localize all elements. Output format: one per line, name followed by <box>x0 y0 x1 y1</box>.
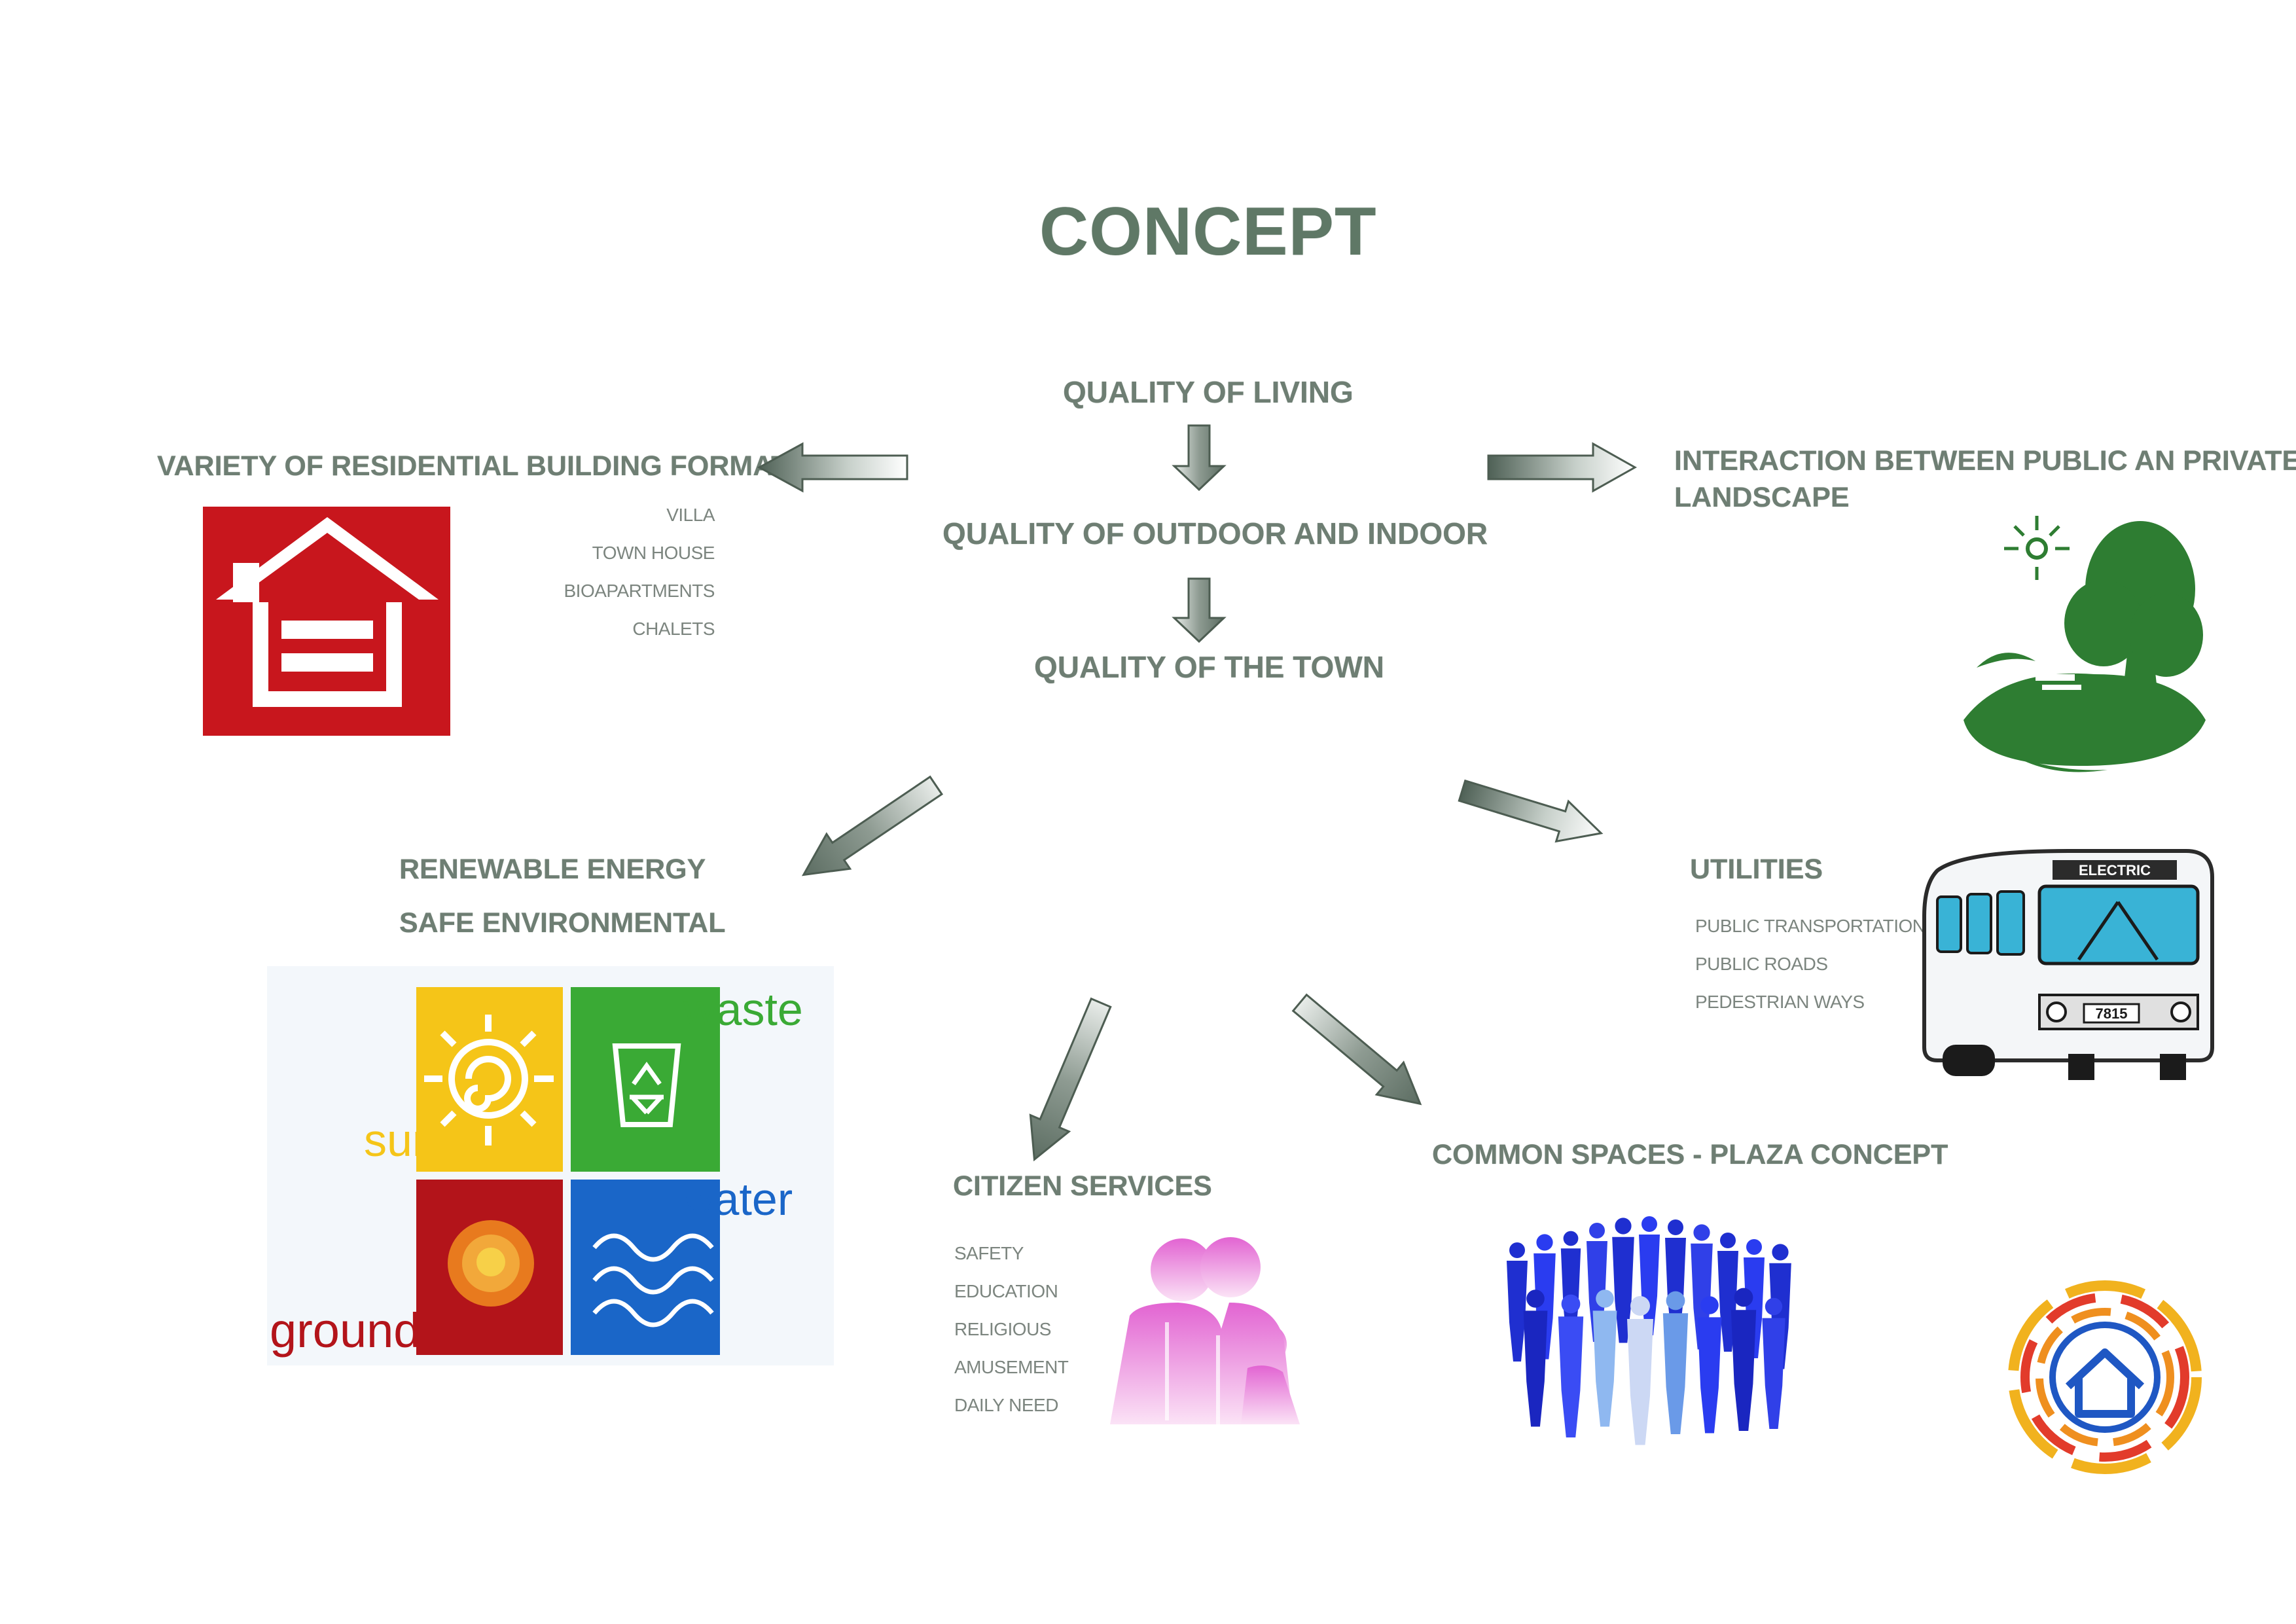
environment-heading: SAFE ENVIRONMENTAL <box>399 907 726 939</box>
utilities-list: PUBLIC TRANSPORTATION PUBLIC ROADS PEDES… <box>1695 907 1926 1021</box>
residential-heading: VARIETY OF RESIDENTIAL BUILDING FORMATS <box>157 450 808 482</box>
person-silhouette-icon <box>1697 1296 1722 1434</box>
list-item: TOWN HOUSE <box>592 543 715 563</box>
list-item: BIOAPARTMENTS <box>564 581 715 601</box>
citizen-list: SAFETY EDUCATION RELIGIOUS AMUSEMENT DAI… <box>954 1235 1069 1424</box>
energy-tiles-icon <box>267 966 834 1365</box>
person-silhouette-icon <box>1558 1294 1584 1437</box>
water-label: water <box>680 1174 793 1225</box>
list-item: PEDESTRIAN WAYS <box>1695 992 1865 1012</box>
landscape-heading: INTERACTION BETWEEN PUBLIC AN PRIVATE LA… <box>1674 442 2296 516</box>
person-silhouette-icon <box>1627 1296 1653 1445</box>
ground-label: ground <box>270 1303 420 1358</box>
bus-number: 7815 <box>2096 1005 2128 1022</box>
quality-of-town: QUALITY OF THE TOWN <box>1034 650 1384 684</box>
arrow-to-energy-icon <box>801 775 944 876</box>
park-tree-icon <box>1964 516 2206 772</box>
landscape-heading-line2: LANDSCAPE <box>1674 482 1850 513</box>
list-item: RELIGIOUS <box>954 1319 1051 1339</box>
right-arrow-icon <box>1487 442 1638 493</box>
person-silhouette-icon <box>1762 1297 1785 1429</box>
citizen-heading: CITIZEN SERVICES <box>953 1170 1212 1202</box>
landscape-heading-line1: INTERACTION BETWEEN PUBLIC AN PRIVATE <box>1674 445 2296 477</box>
down-arrow-icon <box>1172 424 1227 492</box>
house-icon <box>203 507 450 736</box>
list-item: EDUCATION <box>954 1281 1058 1301</box>
quality-of-outdoor-indoor: QUALITY OF OUTDOOR AND INDOOR <box>942 516 1488 550</box>
arrow-to-utilities-icon <box>1458 779 1604 843</box>
residential-list: VILLA TOWN HOUSE BIOAPARTMENTS CHALETS <box>458 496 715 648</box>
sun-icon <box>424 1015 554 1146</box>
arrow-to-citizen-icon <box>1029 997 1112 1162</box>
bus-icon <box>1922 849 2214 1080</box>
crowd-icon <box>1507 1216 1791 1445</box>
quality-of-living: QUALITY OF LIVING <box>1063 375 1354 409</box>
list-item: VILLA <box>666 505 715 525</box>
list-item: AMUSEMENT <box>954 1357 1069 1377</box>
list-item: SAFETY <box>954 1243 1024 1263</box>
waste-tile <box>571 987 720 1172</box>
person-silhouette-icon <box>1523 1290 1548 1427</box>
recycle-bin-icon <box>612 1043 681 1127</box>
person-silhouette-icon <box>1639 1216 1660 1335</box>
list-item: PUBLIC TRANSPORTATION <box>1695 916 1926 936</box>
sun-label: sun <box>364 1115 438 1166</box>
person-silhouette-icon <box>1507 1242 1528 1362</box>
page-title: CONCEPT <box>1039 194 1377 270</box>
list-item: CHALETS <box>632 619 715 639</box>
down-arrow-icon <box>1172 577 1227 643</box>
arrow-to-common-icon <box>1291 993 1422 1106</box>
left-arrow-icon <box>757 442 908 493</box>
list-item: PUBLIC ROADS <box>1695 954 1828 974</box>
list-item: DAILY NEED <box>954 1395 1058 1415</box>
energy-heading: RENEWABLE ENERGY <box>399 854 706 885</box>
person-silhouette-icon <box>1731 1288 1757 1431</box>
person-silhouette-icon <box>1662 1291 1689 1434</box>
family-icon <box>1110 1237 1300 1424</box>
common-heading: COMMON SPACES - PLAZA CONCEPT <box>1432 1139 1948 1170</box>
person-silhouette-icon <box>1612 1218 1634 1343</box>
utilities-heading: UTILITIES <box>1690 854 1823 885</box>
person-silhouette-icon <box>1592 1290 1617 1427</box>
waste-label: waste <box>683 984 803 1035</box>
bus-sign: ELECTRIC <box>2079 862 2151 878</box>
water-waves-icon <box>592 1233 714 1327</box>
logo-icon <box>2008 1280 2202 1474</box>
